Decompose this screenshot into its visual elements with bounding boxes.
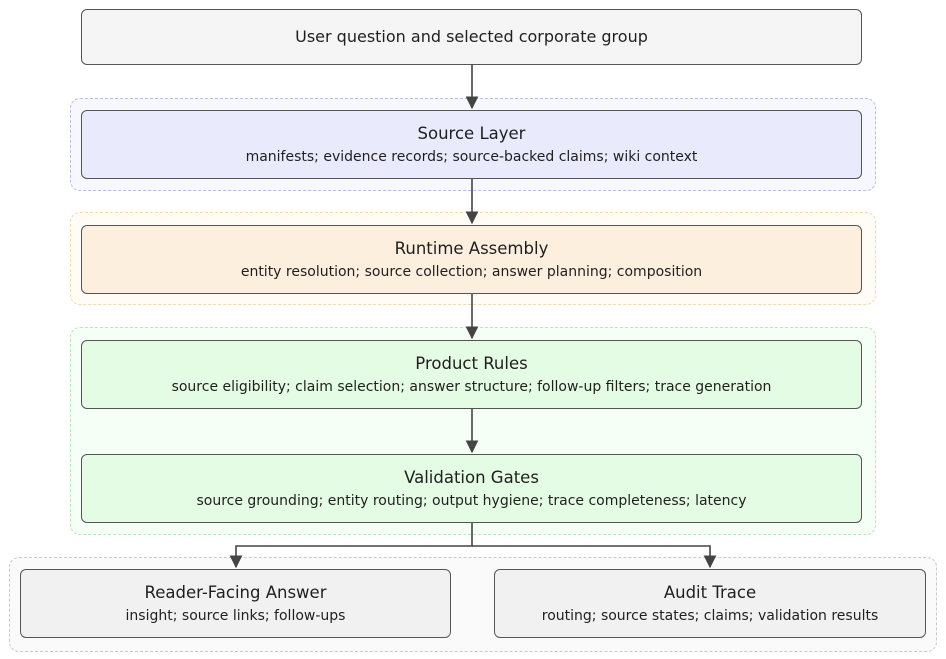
edge-gates-to-answer (229, 523, 473, 569)
reader-answer-title: Reader-Facing Answer (144, 582, 327, 602)
validation-gates-title: Validation Gates (404, 467, 539, 487)
validation-gates-node: Validation Gates source grounding; entit… (81, 454, 862, 523)
runtime-assembly-node: Runtime Assembly entity resolution; sour… (81, 225, 862, 294)
reader-answer-detail: insight; source links; follow-ups (125, 607, 346, 624)
product-rules-title: Product Rules (415, 353, 528, 373)
input-node-title: User question and selected corporate gro… (295, 27, 648, 46)
edge-gates-to-trace (472, 545, 717, 569)
input-node: User question and selected corporate gro… (81, 9, 862, 65)
runtime-assembly-detail: entity resolution; source collection; an… (240, 263, 703, 280)
validation-gates-detail: source grounding; entity routing; output… (196, 492, 747, 509)
source-layer-title: Source Layer (417, 123, 526, 143)
source-layer-detail: manifests; evidence records; source-back… (245, 148, 698, 165)
product-rules-detail: source eligibility; claim selection; ans… (171, 378, 772, 395)
audit-trace-title: Audit Trace (663, 582, 757, 602)
product-rules-node: Product Rules source eligibility; claim … (81, 340, 862, 409)
audit-trace-node: Audit Trace routing; source states; clai… (494, 569, 926, 638)
source-layer-node: Source Layer manifests; evidence records… (81, 110, 862, 179)
reader-answer-node: Reader-Facing Answer insight; source lin… (20, 569, 451, 638)
audit-trace-detail: routing; source states; claims; validati… (541, 607, 879, 624)
runtime-assembly-title: Runtime Assembly (394, 238, 549, 258)
